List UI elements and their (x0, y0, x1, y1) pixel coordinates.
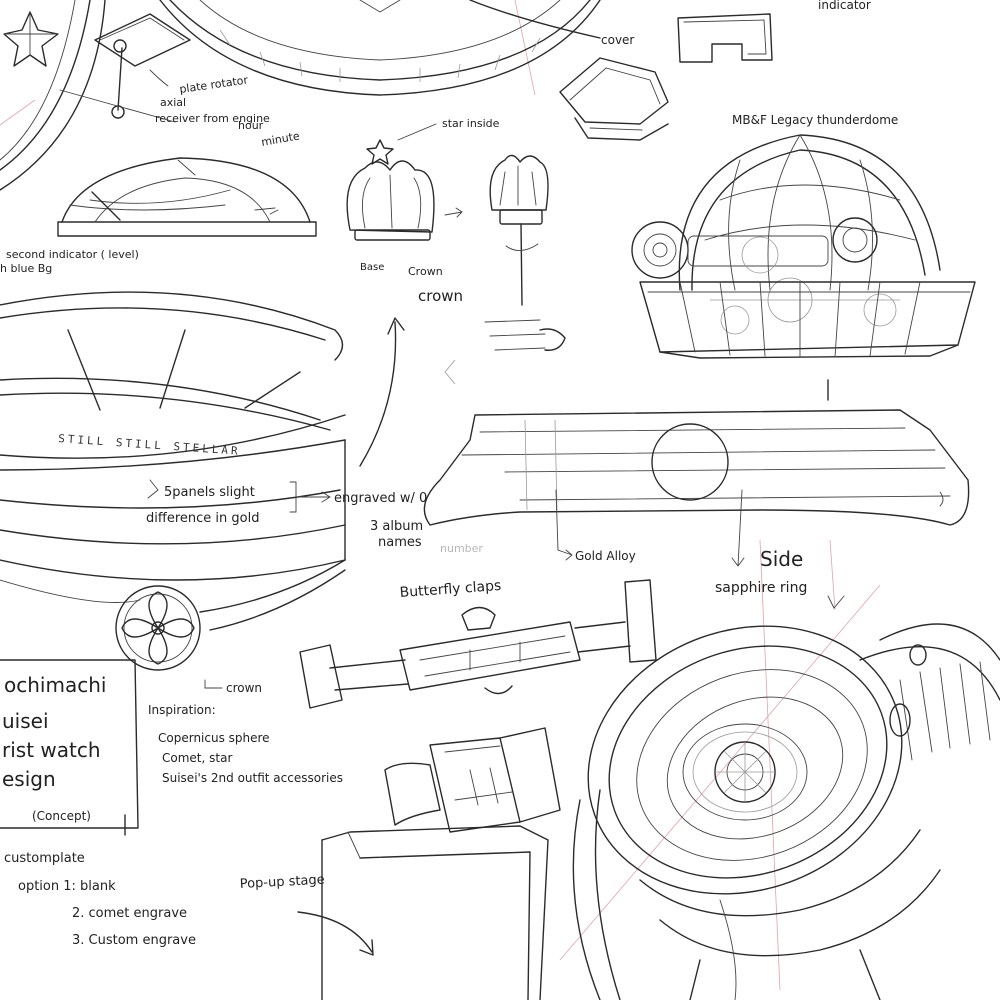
cover-parts (559, 13, 773, 141)
label-side: Side (760, 547, 803, 571)
label-hour: hour (238, 119, 264, 132)
label-crown-bottom: crown (226, 681, 262, 695)
label-axial: axial (160, 96, 186, 109)
second-indicator-dome (57, 157, 317, 237)
label-base: Base (360, 262, 384, 273)
option-line4: 3. Custom engrave (72, 933, 196, 948)
ring-engraving: STILL STILL STELLAR (58, 432, 241, 458)
label-receiver: receiver from engine (155, 112, 270, 125)
bezel-ring (0, 291, 346, 459)
label-crown-small: Crown (408, 265, 443, 278)
inspiration-item-3: Suisei's 2nd outfit accessories (162, 771, 343, 785)
label-crown-big: crown (418, 287, 463, 305)
label-star-inside: star inside (442, 117, 500, 130)
label-gold-alloy: Gold Alloy (575, 549, 636, 563)
label-plate-rotator: plate rotator (179, 73, 250, 96)
faint-annotation: number (440, 542, 483, 555)
three-quarter-watch (572, 623, 1000, 1000)
label-indicator: indicator (818, 0, 871, 12)
label-panels-line2: difference in gold (146, 511, 259, 526)
top-dial-fragment (159, 0, 601, 96)
inspiration-item-2: Comet, star (162, 751, 232, 765)
label-engraved-line3: names (378, 535, 422, 550)
label-panels-line1: 5panels slight (164, 485, 255, 500)
label-mbf-title: MB&F Legacy thunderdome (732, 113, 898, 127)
case-crown-flower (115, 585, 201, 671)
inspiration-item-1: Copernicus sphere (158, 731, 270, 745)
title-line5: (Concept) (32, 809, 91, 823)
thunderdome-sphere (631, 134, 976, 401)
label-sapphire-ring: sapphire ring (715, 580, 807, 596)
rotator-mechanism (59, 13, 191, 123)
option-line1: customplate (4, 851, 85, 866)
crown-cap-sketch (346, 123, 463, 241)
label-engraved-line1: engraved w/ 0 (334, 491, 427, 506)
title-line2: uisei (2, 709, 49, 733)
label-butterfly-clasp: Butterfly claps (399, 578, 502, 601)
title-block (0, 659, 139, 836)
label-minute: minute (260, 129, 301, 149)
title-line1: ochimachi (4, 673, 106, 697)
label-blue-bg: h blue Bg (0, 262, 52, 275)
title-line4: esign (2, 767, 56, 791)
pop-up-stage-box (321, 825, 549, 1000)
construction-guides (0, 0, 881, 991)
label-engraved-line2: 3 album (370, 519, 423, 534)
crown-side-detail (444, 319, 566, 385)
label-pop-up-stage: Pop-up stage (239, 873, 325, 892)
option-line2: option 1: blank (18, 879, 116, 894)
inspiration-heading: Inspiration: (148, 703, 216, 717)
crown-stem-sketch (489, 154, 549, 306)
label-second-indicator: second indicator ( level) (6, 248, 139, 261)
watch-case-left (0, 439, 346, 631)
label-cover: cover (601, 33, 634, 47)
star-dial-fragment (0, 0, 106, 191)
option-line3: 2. comet engrave (72, 906, 187, 921)
case-side-profile (423, 409, 970, 526)
butterfly-clasp-open (299, 579, 657, 709)
butterfly-clasp-closed (384, 727, 561, 833)
title-line3: rist watch (2, 738, 101, 762)
